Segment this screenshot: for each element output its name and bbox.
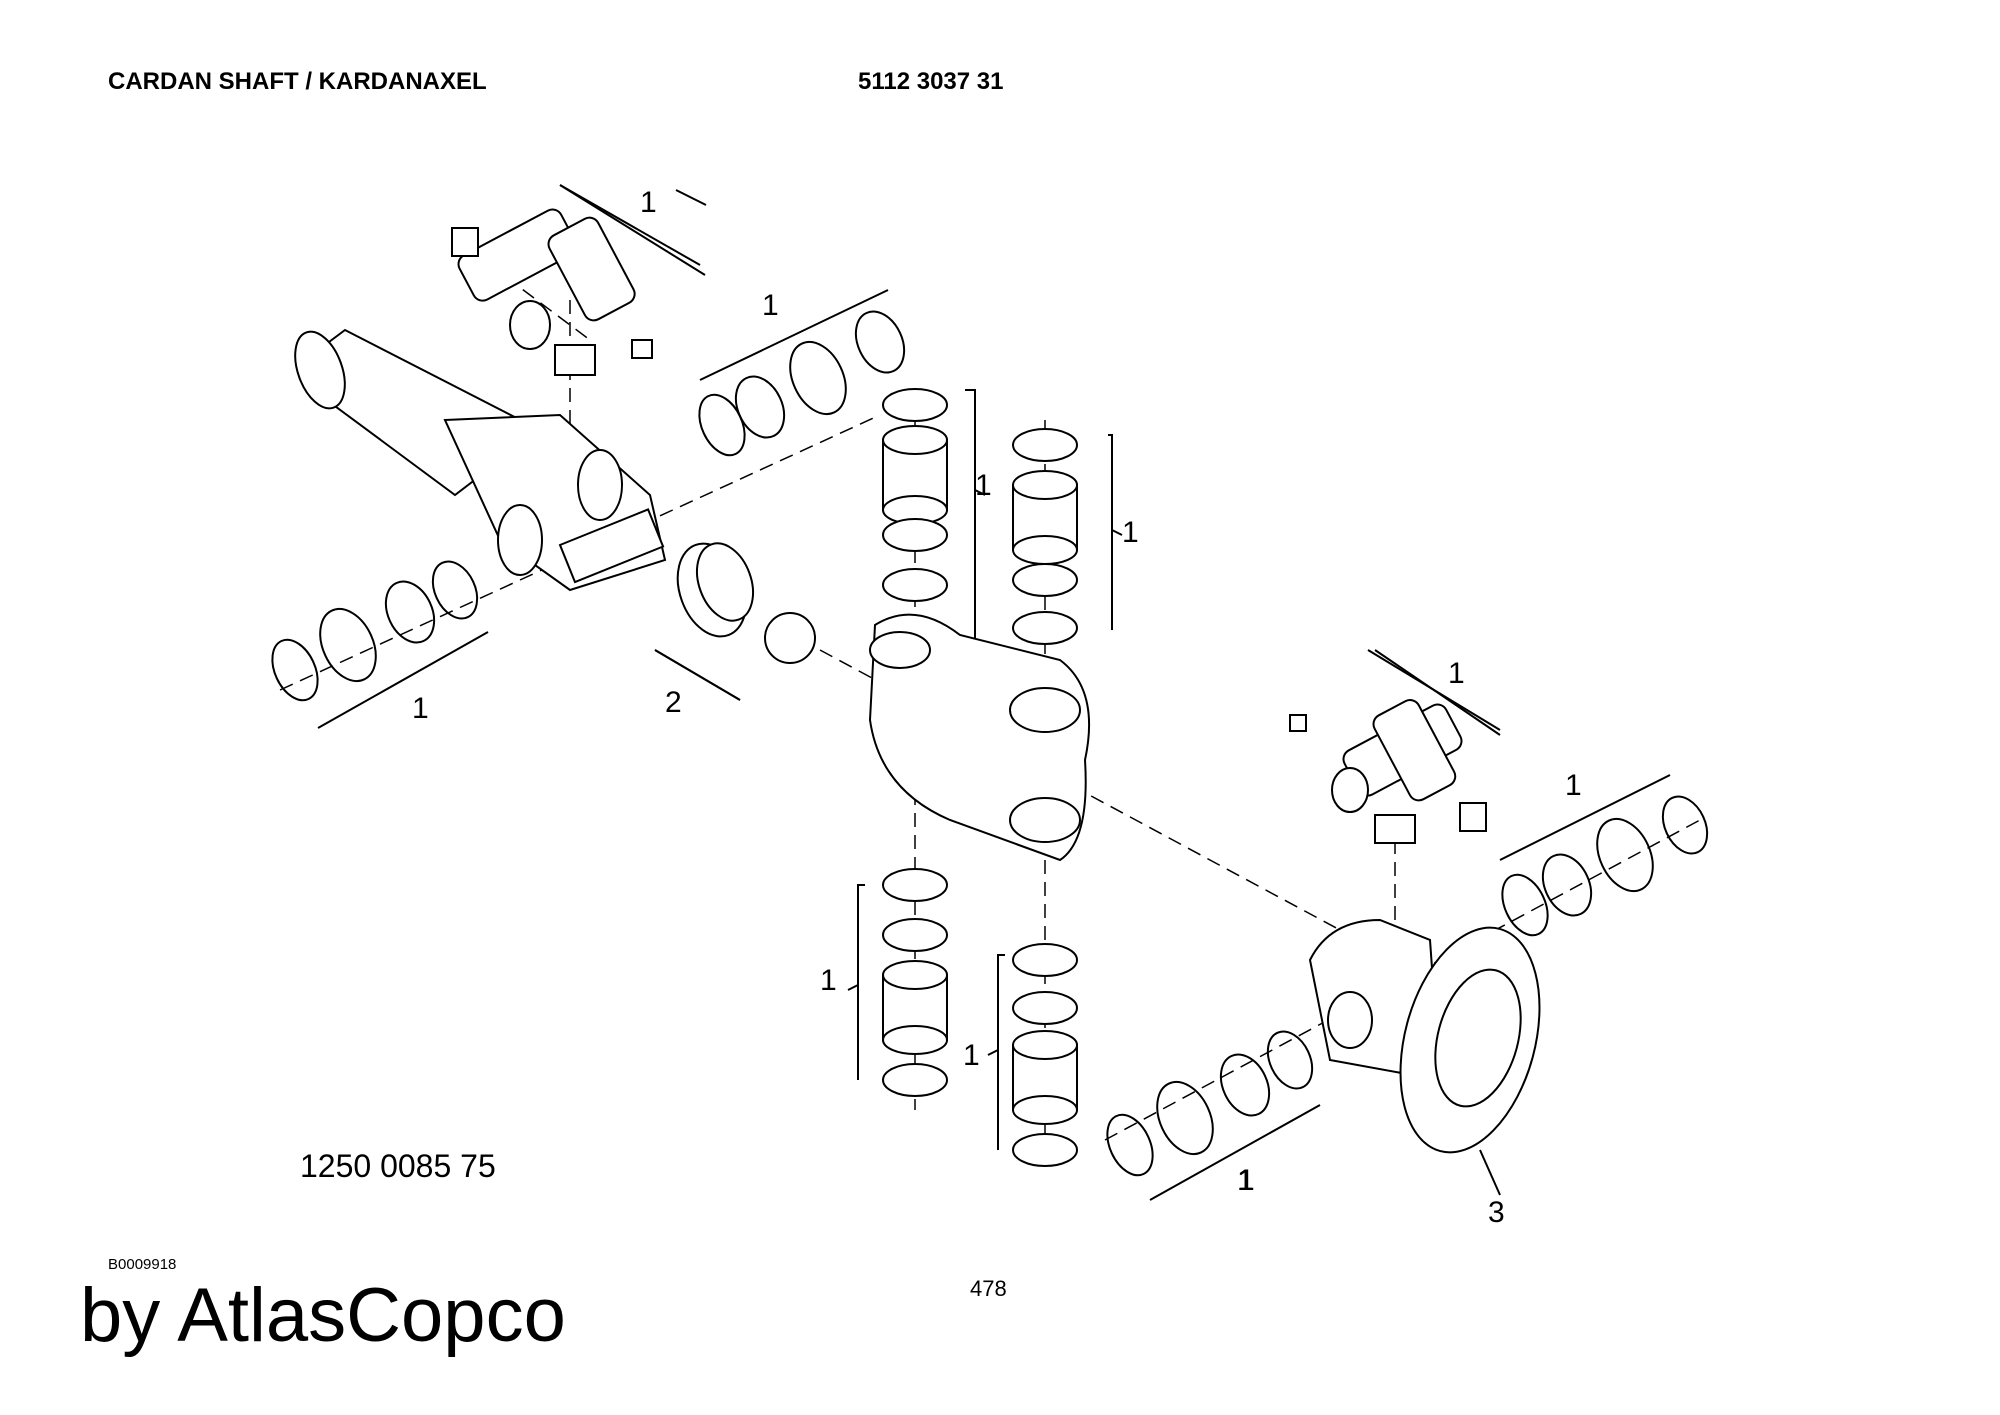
flange-yoke bbox=[1308, 918, 1541, 1196]
bearing-set-top-right bbox=[559, 184, 906, 457]
universal-joint-cross-top bbox=[451, 208, 653, 376]
callout-label: 2 bbox=[665, 686, 682, 719]
bearing-set-left bbox=[271, 560, 489, 729]
part-number: 5112 3037 31 bbox=[858, 68, 1004, 95]
callout-label: 1 bbox=[640, 186, 657, 219]
callout-label: 1 bbox=[1565, 769, 1582, 802]
callout-leaders bbox=[559, 184, 1501, 731]
page-number: 478 bbox=[970, 1276, 1007, 1301]
callout-label: 1 bbox=[820, 964, 837, 997]
document-title: CARDAN SHAFT / KARDANAXEL bbox=[108, 68, 487, 95]
bearing-set-right bbox=[1374, 649, 1709, 937]
callout-label: 1 bbox=[1238, 1164, 1255, 1197]
brand-watermark: by AtlasCopco bbox=[80, 1273, 566, 1358]
callout-label: 1 bbox=[762, 289, 779, 322]
callout-label: 3 bbox=[1488, 1196, 1505, 1229]
shaft-tube bbox=[294, 328, 667, 592]
callout-label: 1 bbox=[1122, 516, 1139, 549]
callout-label: 1 bbox=[1237, 1164, 1254, 1197]
callout-label: 1 bbox=[975, 469, 992, 502]
document-code: B0009918 bbox=[108, 1256, 177, 1273]
bearing-set-bottom bbox=[1106, 1030, 1321, 1201]
callout-label: 1 bbox=[412, 692, 429, 725]
seal-and-ball bbox=[654, 542, 816, 701]
central-yoke bbox=[868, 613, 1091, 862]
bearing-stacks-vertical bbox=[882, 388, 1078, 1167]
callout-label: 1 bbox=[1448, 657, 1465, 690]
drawing-reference-number: 1250 0085 75 bbox=[300, 1148, 496, 1184]
callout-label: 1 bbox=[963, 1039, 980, 1072]
universal-joint-cross-bottom bbox=[1289, 699, 1487, 844]
callout-labels: 1 1 1 1 1 1 1 1 1 1 1 2 3 bbox=[412, 186, 1582, 1229]
